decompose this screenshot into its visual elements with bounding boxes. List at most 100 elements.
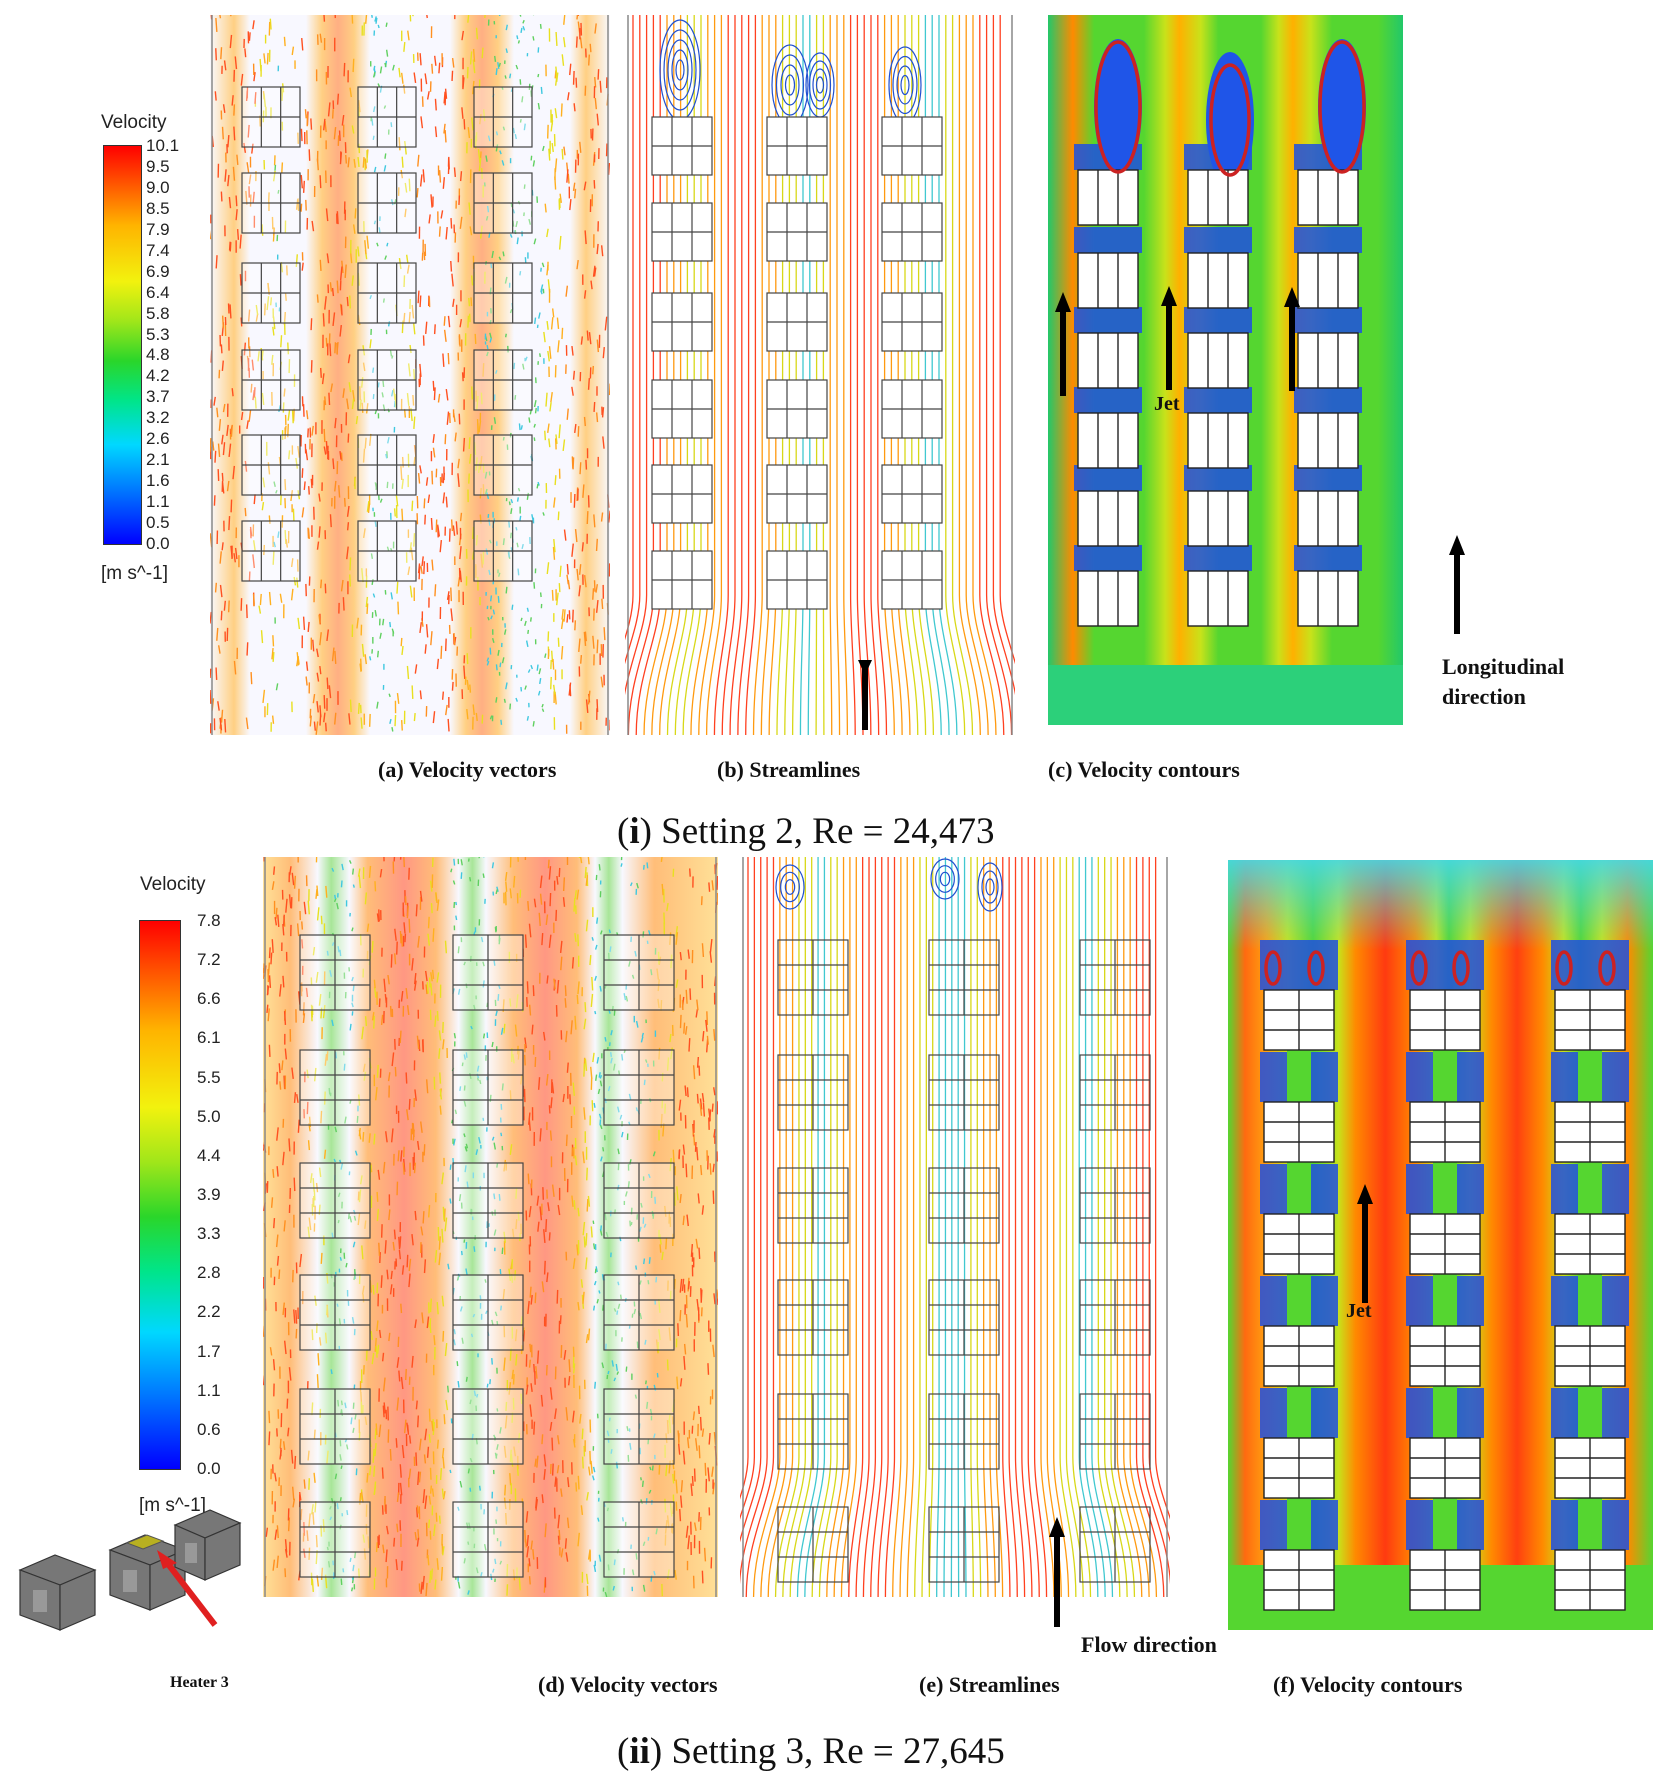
streamline: [870, 15, 880, 735]
vector-mark: [479, 514, 482, 524]
vector-mark: [427, 1555, 430, 1566]
vector-mark: [269, 1347, 273, 1356]
colorbar-tick: 7.2: [197, 950, 221, 970]
vector-mark: [475, 1567, 479, 1574]
streamline: [1154, 857, 1170, 1520]
vector-mark: [526, 1546, 530, 1558]
vector-mark: [713, 1028, 716, 1041]
vector-mark: [243, 142, 247, 153]
vector-mark: [278, 405, 281, 412]
vector-mark: [431, 559, 434, 571]
heater-block: [1297, 570, 1359, 627]
vector-mark: [579, 141, 582, 153]
vector-mark: [231, 388, 234, 397]
vector-mark: [336, 1502, 339, 1510]
vector-mark: [629, 1442, 632, 1450]
vector-mark: [493, 1142, 497, 1150]
vector-mark: [400, 990, 404, 1002]
vector-mark: [574, 1015, 577, 1030]
vector-mark: [420, 1581, 423, 1594]
vector-mark: [643, 1079, 646, 1086]
vector-mark: [479, 455, 483, 470]
vector-mark: [398, 1370, 401, 1382]
vector-mark: [516, 237, 519, 245]
vector-mark: [665, 1238, 668, 1250]
vector-mark: [476, 419, 479, 431]
vector-mark: [371, 579, 374, 585]
vector-mark: [374, 16, 377, 22]
vector-mark: [561, 327, 564, 340]
vector-mark: [675, 926, 679, 937]
vector-mark: [443, 316, 446, 326]
vector-mark: [554, 475, 557, 486]
vector-mark: [543, 331, 546, 343]
vector-mark: [635, 1107, 638, 1112]
vector-mark: [454, 432, 457, 442]
vector-mark: [376, 1191, 379, 1202]
streamline: [826, 857, 845, 1598]
vector-mark: [376, 701, 379, 709]
vector-mark: [495, 144, 499, 152]
vector-mark: [519, 515, 522, 521]
vector-mark: [386, 242, 389, 247]
vector-mark: [405, 254, 409, 264]
vector-mark: [339, 949, 342, 957]
vector-mark: [336, 1303, 339, 1307]
vector-mark: [283, 1010, 287, 1025]
vector-mark: [621, 1131, 624, 1138]
vector-mark: [340, 452, 343, 462]
vector-mark: [449, 1469, 452, 1474]
vector-mark: [275, 1234, 279, 1248]
vector-mark: [457, 1380, 460, 1388]
vector-mark: [561, 54, 565, 66]
vector-mark: [427, 494, 431, 504]
colorbar-tick: 2.2: [197, 1302, 221, 1322]
vector-mark: [420, 1226, 424, 1236]
vector-mark: [520, 27, 523, 34]
vector-mark: [584, 631, 587, 642]
vector-mark: [396, 1397, 400, 1411]
vector-mark: [539, 353, 542, 358]
vector-mark: [499, 1560, 503, 1565]
vector-mark: [310, 1011, 313, 1022]
vector-mark: [615, 1363, 618, 1371]
vector-mark: [586, 511, 589, 525]
vector-mark: [425, 1079, 429, 1094]
vector-mark: [325, 441, 328, 454]
vector-mark: [497, 649, 500, 656]
vector-mark: [498, 62, 501, 67]
vector-mark: [273, 481, 276, 487]
vector-mark: [685, 1525, 689, 1538]
vector-mark: [419, 690, 422, 700]
vector-mark: [277, 531, 280, 539]
vector-mark: [509, 888, 513, 899]
vector-mark: [247, 124, 250, 138]
colorbar-tick: 4.8: [146, 345, 170, 365]
vector-mark: [419, 363, 422, 378]
vector-mark: [362, 528, 366, 539]
vector-mark: [515, 1353, 518, 1366]
vector-mark: [430, 631, 433, 646]
vector-mark: [485, 1310, 488, 1315]
vector-mark: [564, 985, 567, 997]
vector-mark: [406, 264, 410, 274]
vector-mark: [526, 981, 529, 994]
vector-mark: [234, 547, 238, 560]
vector-mark: [296, 652, 300, 666]
vector-mark: [659, 1244, 662, 1253]
vector-mark: [390, 592, 393, 600]
vector-mark: [311, 1329, 314, 1341]
vector-mark: [610, 1449, 613, 1454]
vector-mark: [548, 438, 551, 448]
vector-mark: [493, 1229, 497, 1236]
vector-mark: [457, 988, 461, 995]
vector-mark: [596, 699, 599, 712]
vector-mark: [541, 1281, 545, 1293]
vector-mark: [306, 1069, 309, 1079]
vector-mark: [450, 587, 453, 602]
vector-mark: [586, 1167, 588, 1181]
vector-mark: [219, 584, 223, 598]
vector-mark: [587, 857, 590, 865]
vector-mark: [372, 1448, 375, 1463]
vector-mark: [353, 158, 356, 168]
